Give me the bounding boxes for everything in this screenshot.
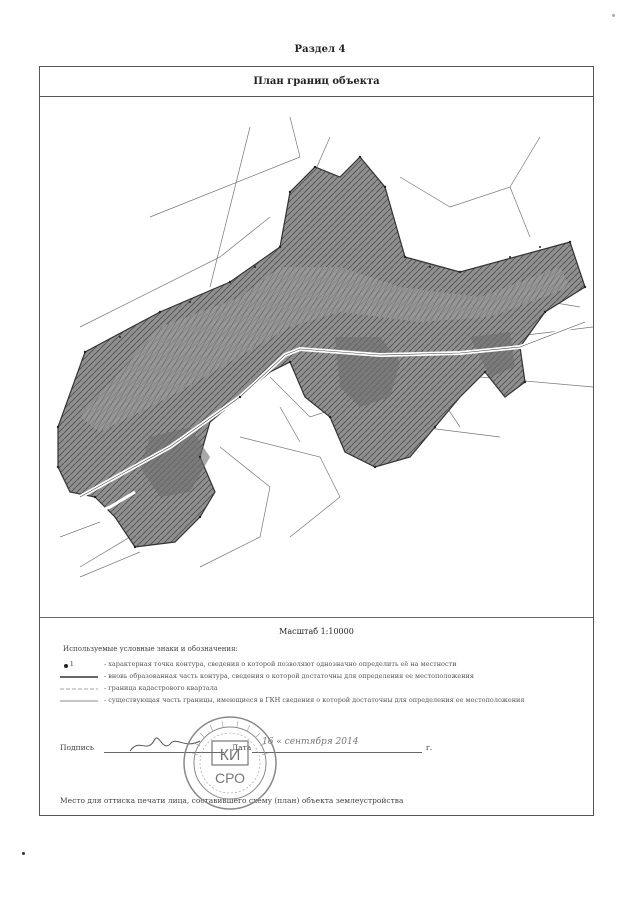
- plan-title-text: План границ объекта: [253, 76, 380, 87]
- map-svg: [56, 116, 593, 578]
- signature-line: [104, 752, 224, 753]
- point-marker: 1: [70, 660, 74, 668]
- legend-text-existing: - существующая часть границы, имеющиеся …: [104, 696, 525, 704]
- legend-row-point: 1 - характерная точка контура, сведения …: [58, 659, 578, 671]
- existing-symbol: [58, 695, 98, 707]
- stamp-text-ki: КИ: [220, 747, 241, 764]
- plan-title: План границ объекта: [40, 67, 593, 97]
- legend-divider: [40, 617, 593, 618]
- scale-label: Масштаб 1:10000: [279, 627, 354, 636]
- point-symbol: 1: [58, 659, 98, 671]
- signature-label: Подпись: [60, 743, 94, 752]
- characteristic-points: [56, 155, 587, 549]
- round-stamp: КИ СРО: [180, 713, 280, 813]
- scan-speck: [612, 14, 615, 17]
- boundary-map: [40, 97, 593, 637]
- year-suffix: г.: [426, 743, 433, 752]
- stamp-text-sro: СРО: [215, 770, 245, 786]
- plan-frame: План границ объекта: [39, 66, 594, 816]
- legend-text-new-part: - вновь образованная часть контура, свед…: [104, 672, 474, 680]
- handwritten-date: 16 « сентября 2014: [262, 737, 359, 747]
- legend-row-quarter: - граница кадастрового квартала: [58, 683, 578, 695]
- date-label: Дата: [232, 743, 252, 752]
- roads: [59, 320, 586, 538]
- seal-place-label: Место для оттиска печати лица, составивш…: [60, 796, 404, 805]
- new-part-symbol: [58, 671, 98, 683]
- legend-text-quarter: - граница кадастрового квартала: [104, 684, 218, 692]
- quarter-symbol: [58, 683, 98, 695]
- signature-scribble: [129, 737, 201, 752]
- legend-row-new-part: - вновь образованная часть контура, свед…: [58, 671, 578, 683]
- section-title: Раздел 4: [294, 44, 346, 55]
- date-line: [252, 752, 422, 753]
- scan-speck: [22, 852, 25, 855]
- legend-row-existing: - существующая часть границы, имеющиеся …: [58, 695, 578, 707]
- legend-title: Используемые условные знаки и обозначени…: [63, 645, 238, 653]
- legend-text-point: - характерная точка контура, сведения о …: [104, 660, 457, 668]
